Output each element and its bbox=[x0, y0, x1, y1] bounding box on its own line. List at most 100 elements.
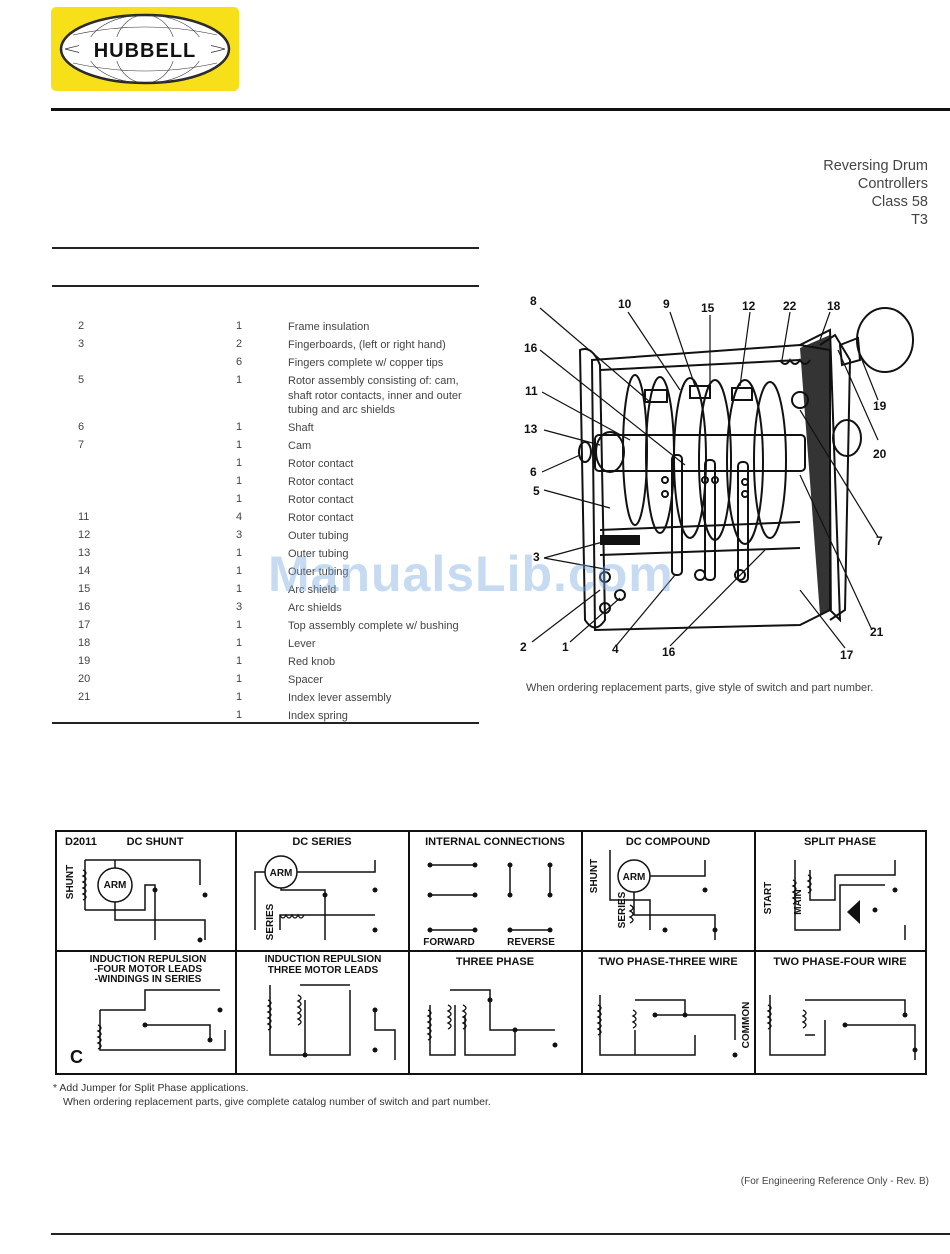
panel-ir3-title-2: THREE MOTOR LEADS bbox=[268, 965, 379, 976]
part-number: 21 bbox=[78, 691, 91, 703]
part-quantity: 1 bbox=[236, 475, 243, 487]
part-description: Rotor contact bbox=[288, 512, 354, 524]
wiring-frame bbox=[55, 830, 927, 1075]
part-description: Rotor contact bbox=[288, 458, 354, 470]
wiring-diagrams: D2011 DC SHUNT DC SERIES INTERNAL CONNEC… bbox=[55, 830, 927, 1075]
panel-ir4-title-1: INDUCTION REPULSION bbox=[90, 954, 207, 965]
parts-row: 13 1 Outer tubing bbox=[52, 547, 482, 562]
callout-number: 5 bbox=[533, 484, 540, 498]
note-ordering: When ordering replacement parts, give co… bbox=[63, 1096, 491, 1108]
callout-number: 19 bbox=[873, 399, 887, 413]
part-quantity: 1 bbox=[236, 691, 243, 703]
part-description: Outer tubing bbox=[288, 548, 349, 560]
part-quantity: 1 bbox=[236, 493, 243, 505]
part-quantity: 3 bbox=[236, 529, 243, 541]
hubbell-logo: HUBBELL bbox=[51, 7, 239, 91]
callout-number: 1 bbox=[562, 640, 569, 654]
part-quantity: 1 bbox=[236, 547, 243, 559]
parts-table-header-rule bbox=[52, 285, 479, 287]
callout-number: 7 bbox=[876, 534, 883, 548]
notes: * Add Jumper for Split Phase application… bbox=[53, 1081, 491, 1109]
parts-row: 17 1 Top assembly complete w/ bushing bbox=[52, 619, 482, 634]
part-quantity: 6 bbox=[236, 356, 243, 368]
panel-2ph3w-title: TWO PHASE-THREE WIRE bbox=[598, 956, 737, 968]
callout-number: 12 bbox=[742, 299, 756, 313]
callout-number: 21 bbox=[870, 625, 884, 639]
callout-number: 16 bbox=[662, 645, 676, 659]
parts-row: 6 1 Shaft bbox=[52, 421, 482, 436]
footer-rule bbox=[51, 1233, 950, 1235]
callout-number: 15 bbox=[701, 301, 715, 315]
arm-label-3: ARM bbox=[623, 872, 646, 883]
part-number: 19 bbox=[78, 655, 91, 667]
part-quantity: 1 bbox=[236, 655, 243, 667]
series-label-1: SERIES bbox=[265, 903, 276, 940]
part-quantity: 1 bbox=[236, 374, 243, 386]
part-number: 17 bbox=[78, 619, 91, 631]
part-quantity: 1 bbox=[236, 457, 243, 469]
part-quantity: 1 bbox=[236, 421, 243, 433]
part-number: 16 bbox=[78, 601, 91, 613]
part-quantity: 1 bbox=[236, 320, 243, 332]
globe-logo-icon: HUBBELL bbox=[59, 13, 231, 85]
part-number: 20 bbox=[78, 673, 91, 685]
part-description: Shaft bbox=[288, 422, 314, 434]
panel-dc-shunt-title: DC SHUNT bbox=[127, 836, 184, 848]
part-quantity: 1 bbox=[236, 583, 243, 595]
reverse-label: REVERSE bbox=[507, 937, 555, 948]
part-quantity: 1 bbox=[236, 709, 243, 721]
parts-row: 1 Rotor contact bbox=[52, 457, 482, 472]
part-description: Arc shield bbox=[288, 584, 337, 596]
callout-number: 22 bbox=[783, 299, 797, 313]
callout-number: 18 bbox=[827, 299, 841, 313]
callout-number: 9 bbox=[663, 297, 670, 311]
panel-ir4-title-2: -FOUR MOTOR LEADS bbox=[94, 964, 202, 975]
title-line-4: T3 bbox=[911, 212, 928, 228]
footer-reference: (For Engineering Reference Only - Rev. B… bbox=[740, 1176, 929, 1187]
callout-number: 3 bbox=[533, 550, 540, 564]
arm-label-2: ARM bbox=[270, 868, 293, 879]
part-quantity: 1 bbox=[236, 565, 243, 577]
part-description: Rotor contact bbox=[288, 494, 354, 506]
panel-split-phase-title: SPLIT PHASE bbox=[804, 836, 876, 848]
title-line-2: Controllers bbox=[857, 176, 928, 192]
parts-row: 15 1 Arc shield bbox=[52, 583, 482, 598]
parts-row: 19 1 Red knob bbox=[52, 655, 482, 670]
part-description: Cam bbox=[288, 440, 312, 452]
diagram-code: D2011 bbox=[65, 836, 97, 848]
part-number: 6 bbox=[78, 421, 85, 433]
shunt-label-2: SHUNT bbox=[589, 859, 600, 893]
forward-label: FORWARD bbox=[423, 937, 474, 948]
part-number: 5 bbox=[78, 374, 85, 386]
part-description: Index lever assembly bbox=[288, 692, 392, 704]
title-line-3: Class 58 bbox=[871, 194, 928, 210]
callout-number: 10 bbox=[618, 297, 632, 311]
callout-number: 4 bbox=[612, 642, 619, 656]
part-description: Rotor assembly consisting of: cam, shaft… bbox=[288, 375, 462, 416]
part-quantity: 1 bbox=[236, 637, 243, 649]
part-description: Top assembly complete w/ bushing bbox=[288, 620, 459, 632]
part-quantity: 1 bbox=[236, 619, 243, 631]
part-number: 15 bbox=[78, 583, 91, 595]
part-number: 7 bbox=[78, 439, 85, 451]
part-description: Fingerboards, (left or right hand) bbox=[288, 339, 446, 351]
document-title: Reversing Drum Controllers Class 58 T3 bbox=[823, 157, 928, 229]
note-jumper: * Add Jumper for Split Phase application… bbox=[53, 1082, 249, 1094]
panel-dc-compound-title: DC COMPOUND bbox=[626, 836, 710, 848]
part-description: Red knob bbox=[288, 656, 336, 668]
part-description: Arc shields bbox=[288, 602, 342, 614]
part-description: Outer tubing bbox=[288, 530, 349, 542]
part-number: 13 bbox=[78, 547, 91, 559]
parts-table-top-rule bbox=[52, 247, 479, 249]
